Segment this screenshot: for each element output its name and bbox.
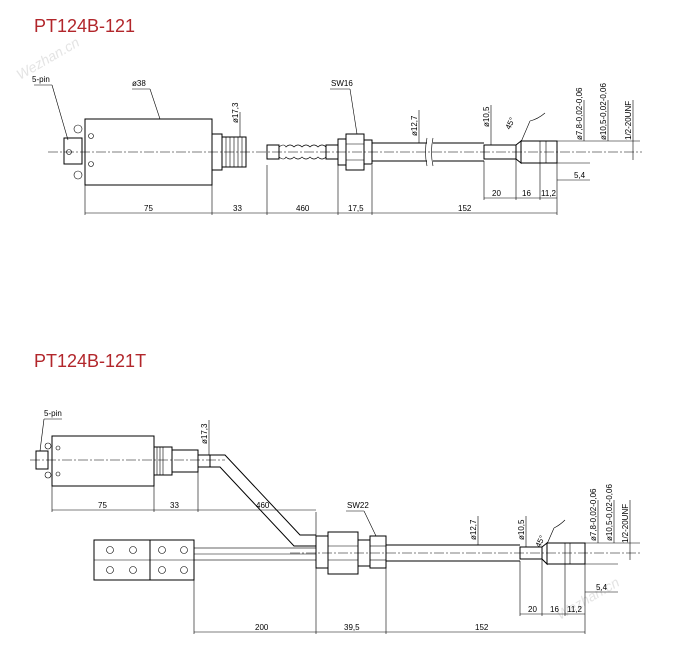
figure1-drawing: 75 33 460 17,5 152 20 16 11,2 5,4 5-pin … — [32, 75, 642, 215]
f1-dim-tip16: 16 — [522, 189, 531, 198]
f1-dimension-lines — [85, 179, 590, 214]
f2-label-pin: 5-pin — [44, 409, 62, 418]
f1-dim-body: 75 — [144, 204, 153, 213]
f2-dim-flex: 200 — [255, 623, 269, 632]
f2-dim-cable: 460 — [256, 501, 270, 510]
f2-label-angle: 45° — [534, 534, 547, 549]
f2-dimension-lines — [52, 509, 618, 633]
f2-nut — [315, 531, 387, 575]
f1-dim-tip112: 11,2 — [541, 189, 557, 198]
figure2-title: PT124B-121T — [34, 351, 147, 371]
f2-tip — [519, 541, 586, 566]
f1-tip — [483, 139, 558, 165]
f2-dim-tip54: 5,4 — [596, 583, 608, 592]
f2-label-bore2: ø10,5-0,02-0,06 — [605, 484, 614, 541]
f1-label-angle: 45° — [504, 116, 517, 131]
f1-dim-cable: 460 — [296, 204, 310, 213]
figure1-title: PT124B-121 — [34, 16, 136, 36]
f1-label-wrench: SW16 — [331, 79, 353, 88]
f1-connector — [63, 124, 83, 180]
f1-cable — [266, 144, 339, 160]
f1-label-d-stem: ø12,7 — [410, 115, 419, 136]
f1-hex-nut — [337, 133, 373, 171]
f2-dim-nut: 39,5 — [344, 623, 360, 632]
f1-label-bore2: ø10,5-0,02-0,06 — [599, 83, 608, 140]
f2-dim-tip16: 16 — [550, 605, 559, 614]
f1-extension-lines — [84, 140, 640, 215]
f1-dim-stem: 152 — [458, 204, 472, 213]
watermark-2: Wezhan.cn — [554, 574, 623, 623]
f1-label-body-dia: ø38 — [132, 79, 146, 88]
f2-label-d-tip: ø10,5 — [517, 519, 526, 540]
f2-label-bore: ø7,8-0,02-0,06 — [589, 488, 598, 541]
f2-connector — [35, 442, 52, 479]
f2-bent-cable — [210, 454, 316, 547]
f1-label-pin: 5-pin — [32, 75, 50, 84]
f1-dim-tip20: 20 — [492, 189, 501, 198]
f2-label-d-collar: ø17,3 — [200, 423, 209, 444]
f2-dim-tip112: 11,2 — [567, 605, 583, 614]
f2-body — [51, 435, 155, 487]
f2-label-thread: 1/2-20UNF — [621, 504, 630, 543]
f1-stem — [372, 137, 484, 167]
figure2-drawing: 75 33 460 200 39,5 152 20 16 11,2 5,4 5-… — [30, 409, 640, 634]
f1-label-bore: ø7,8-0,02-0,06 — [575, 87, 584, 140]
f1-dim-tip54: 5,4 — [574, 171, 586, 180]
f2-extension-lines — [51, 472, 640, 634]
f1-label-d-collar: ø17,3 — [231, 102, 240, 123]
f2-collar — [153, 446, 211, 476]
f2-label-wrench: SW22 — [347, 501, 369, 510]
f2-label-d-stem: ø12,7 — [469, 519, 478, 540]
f1-label-d-tip: ø10,5 — [482, 106, 491, 127]
f1-dim-nut: 17,5 — [348, 204, 364, 213]
f1-collar — [211, 133, 247, 171]
f2-dim-collar: 33 — [170, 501, 179, 510]
f2-dim-body: 75 — [98, 501, 107, 510]
f2-dim-stem: 152 — [475, 623, 489, 632]
f1-label-thread: 1/2-20UNF — [624, 101, 633, 140]
f2-terminal-block — [93, 539, 195, 581]
f2-stem — [386, 544, 520, 562]
f2-dim-tip20: 20 — [528, 605, 537, 614]
f1-dim-collar: 33 — [233, 204, 242, 213]
f2-flex-cable — [193, 547, 317, 561]
